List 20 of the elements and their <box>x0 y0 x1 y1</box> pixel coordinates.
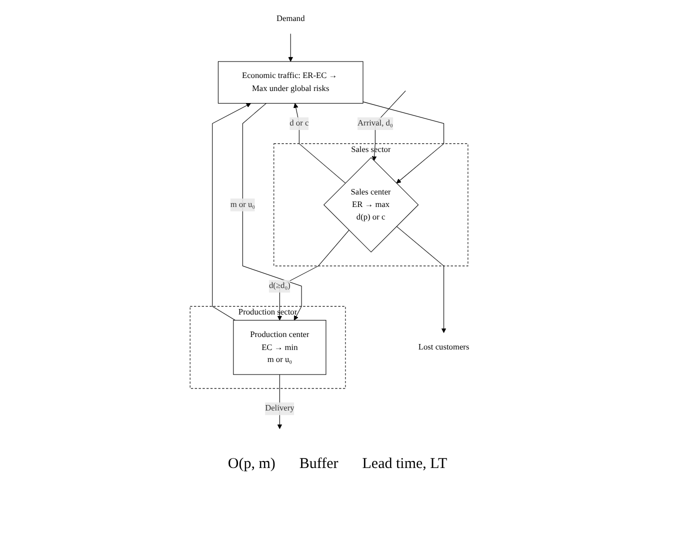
edge-label: Delivery <box>264 404 294 413</box>
node-box: Production center EC → min m or u₀ <box>232 320 326 375</box>
note-label: Buffer <box>299 456 338 473</box>
edge-label: d or c <box>289 118 308 128</box>
note-label: O(p, m) <box>228 456 276 473</box>
arrow <box>292 103 346 184</box>
arrow <box>212 103 251 321</box>
edge-label: d(≥d₀) <box>268 282 290 290</box>
arrow <box>362 102 444 184</box>
arrow <box>276 230 349 320</box>
node-box: Economic traffic: ER-EC → Max under global risks <box>217 61 363 104</box>
arrow <box>396 226 446 333</box>
node-diamond: Sales center ER → max d(p) or c <box>322 157 418 252</box>
edge-label: Arrival, d₀ <box>357 118 392 128</box>
edge-label: m or u₀ <box>230 200 255 210</box>
arrow <box>242 103 302 320</box>
arrow <box>288 33 293 62</box>
note-label: Lead time, LT <box>362 456 448 473</box>
node-text: Lost customers <box>418 342 469 352</box>
node-text: Demand <box>276 14 304 24</box>
